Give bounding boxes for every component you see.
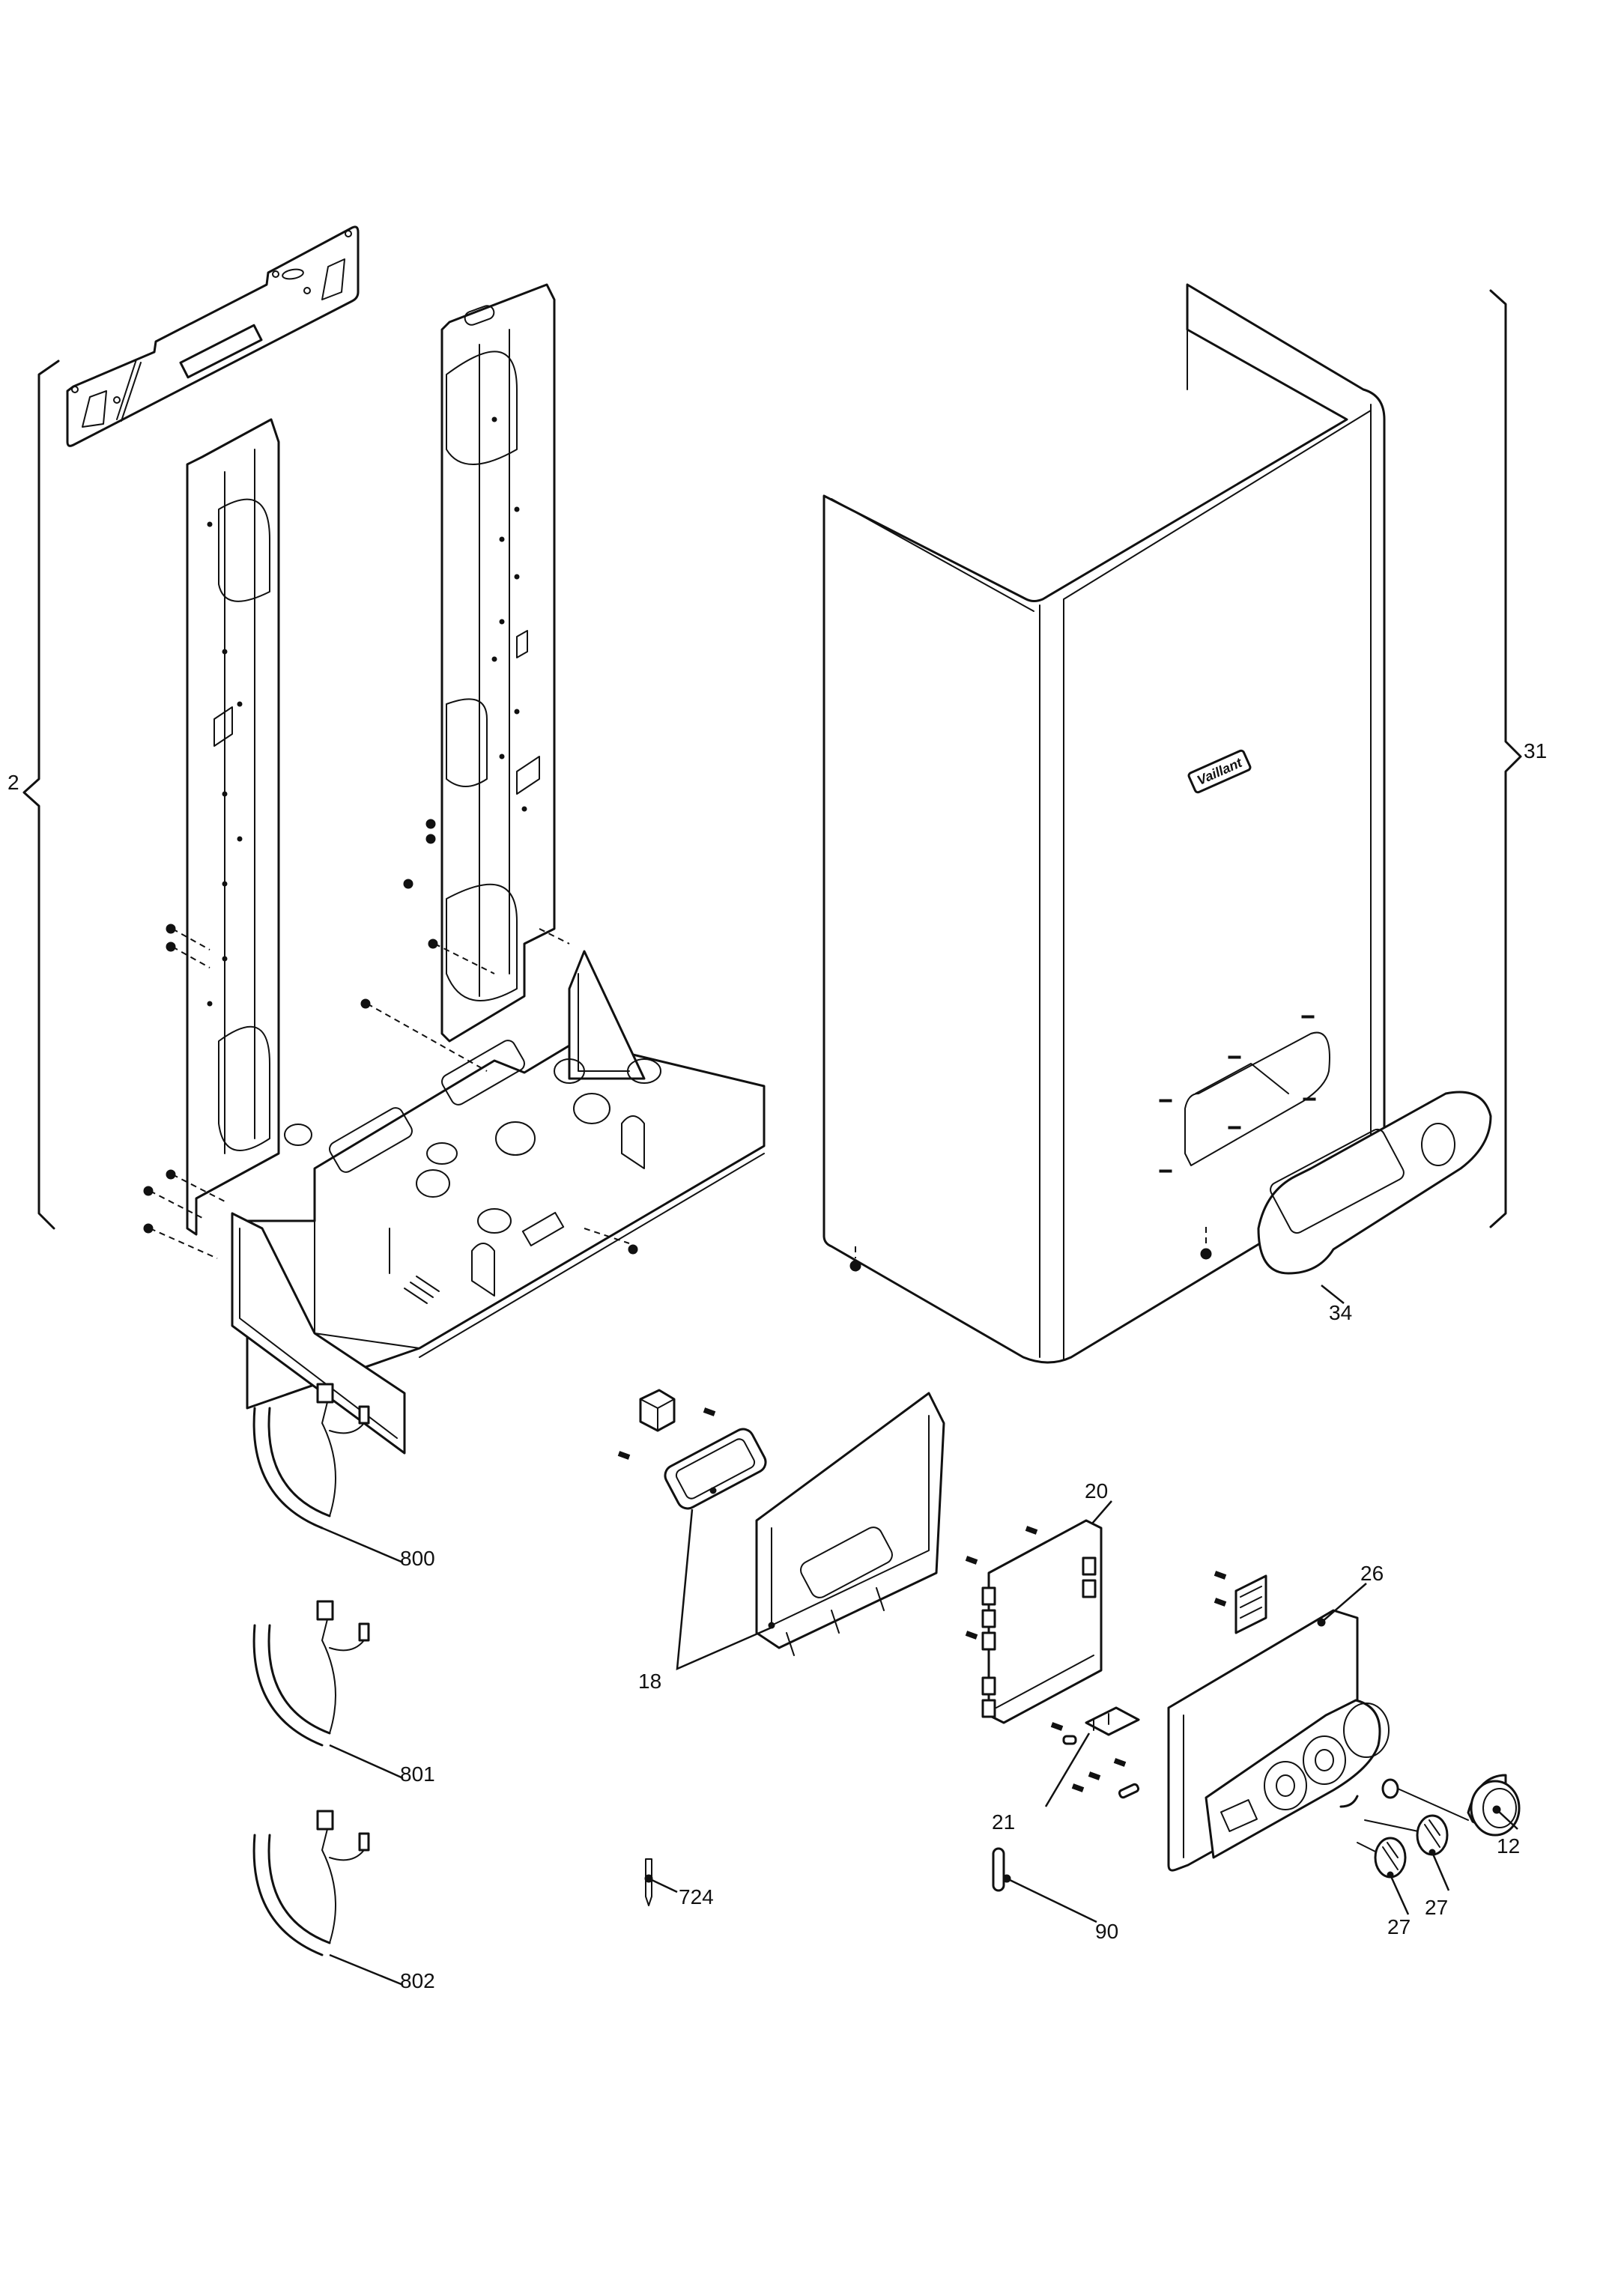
callout-724: 724 [679,1885,714,1908]
callout-20: 20 [1085,1479,1108,1503]
callout-2: 2 [7,771,19,794]
sensor-pin [644,1858,653,1906]
control-knob-1 [1357,1837,1407,1879]
front-casing: Vaillant [822,283,1386,1364]
bracket-31 [1489,289,1522,1228]
callout-12: 12 [1497,1834,1520,1858]
control-knob-2 [1364,1814,1449,1856]
bottom-cover-plate [1257,1091,1492,1275]
callout-26: 26 [1360,1562,1384,1585]
callout-800: 800 [400,1547,435,1570]
printed-circuit-board [965,1519,1103,1724]
callout-labels: 2 31 34 800 801 802 18 20 21 26 12 27 27… [7,739,1547,1992]
callout-34: 34 [1329,1301,1352,1324]
base-tray [231,950,766,1455]
callout-90: 90 [1095,1920,1118,1943]
fuse-holder [1050,1706,1140,1799]
wiring-harness-801 [252,1600,370,1747]
bracket-2 [22,360,60,1230]
left-side-frame [186,418,280,1236]
callout-leaders [321,1285,1518,1986]
retaining-clip [1339,1795,1359,1808]
callout-31: 31 [1524,739,1547,762]
pressure-gauge [1381,1774,1521,1837]
callout-18: 18 [638,1670,661,1693]
control-panel [1167,1571,1390,1872]
pin-90 [992,1847,1011,1892]
callout-21: 21 [992,1810,1015,1834]
wiring-harness-800 [252,1383,370,1529]
frame-screws [143,819,638,1259]
wall-mounting-rail [66,225,360,447]
control-box-housing [617,1389,945,1656]
callout-27-b: 27 [1425,1896,1448,1919]
callout-801: 801 [400,1762,435,1786]
callout-802: 802 [400,1969,435,1992]
callout-27-a: 27 [1387,1915,1411,1938]
wiring-harness-802 [252,1810,370,1956]
right-side-frame [440,283,556,1043]
